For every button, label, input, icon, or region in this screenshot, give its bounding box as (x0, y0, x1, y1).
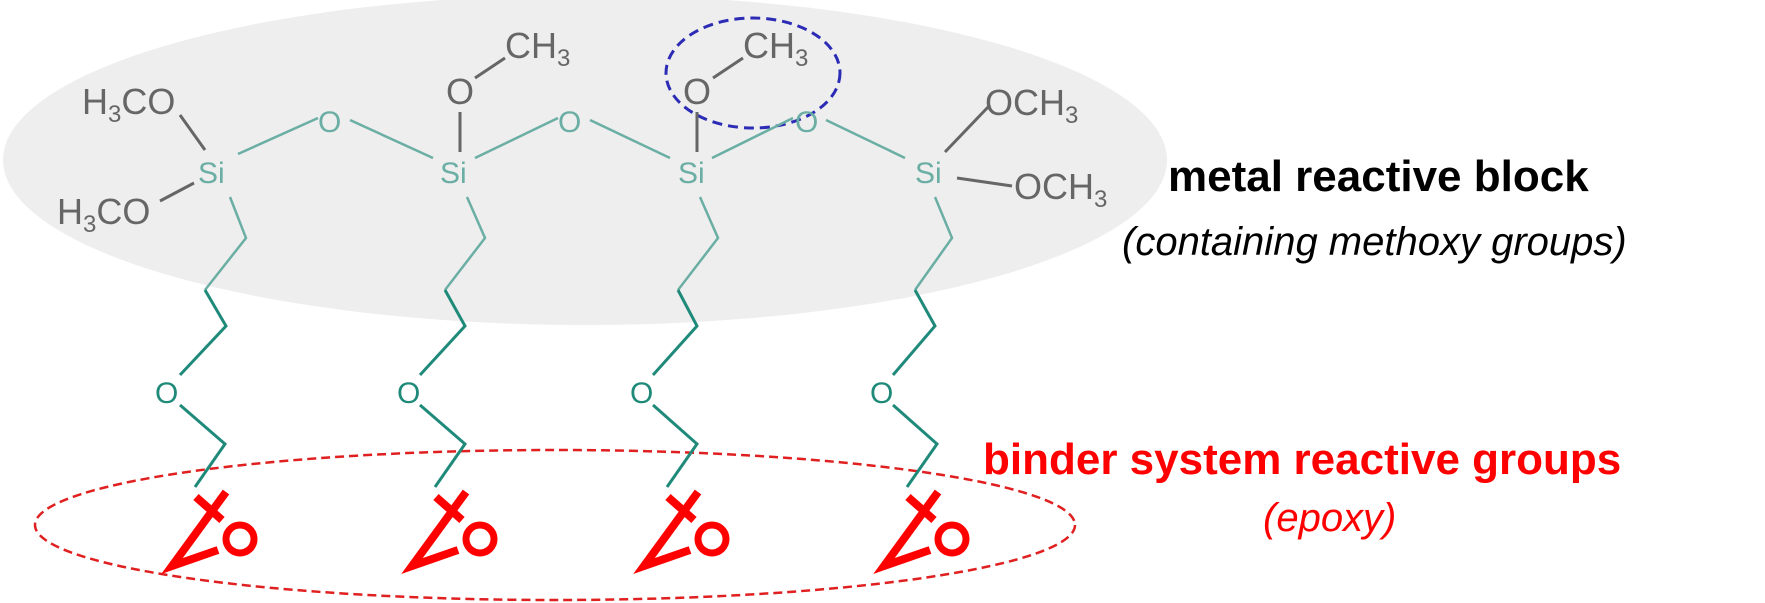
ether-linker (652, 403, 699, 488)
repeat-unit-4: Si OCH3 OCH3 O (825, 82, 1107, 574)
epoxide-ring (401, 489, 470, 574)
binder-reactive-groups-note: (epoxy) (1263, 496, 1397, 540)
methoxy-group: H3CO (82, 81, 175, 128)
bond (712, 56, 744, 80)
silicon-atom: Si (915, 157, 942, 190)
bond (956, 176, 1013, 188)
epoxide-oxygen (462, 521, 498, 557)
propyl-chain (913, 196, 954, 291)
binder-reactive-groups-region (33, 448, 1077, 602)
ether-oxygen: O (870, 377, 893, 410)
metal-reactive-block-note: (containing methoxy groups) (1122, 220, 1627, 264)
epoxide-ring (873, 489, 942, 574)
repeat-unit-2: Si O CH3 O O (349, 25, 581, 574)
propyl-chain (891, 289, 937, 376)
bond (825, 118, 906, 160)
epoxide-oxygen (934, 521, 970, 557)
bond (474, 56, 506, 80)
methyl-group-highlighted: CH3 (743, 25, 808, 72)
repeat-unit-3: Si O CH3 O O (589, 25, 818, 574)
bridging-oxygen: O (318, 106, 341, 139)
repeat-unit-1: Si O O H3CO H3CO (57, 81, 341, 574)
bridging-oxygen: O (795, 106, 818, 139)
ether-linker (892, 403, 939, 488)
silicon-atom: Si (440, 157, 467, 190)
methoxy-oxygen-highlighted: O (683, 71, 711, 112)
bond (349, 118, 434, 160)
ether-linker (179, 403, 228, 488)
bond (943, 103, 992, 154)
propyl-chain (651, 289, 699, 377)
ether-oxygen: O (155, 377, 178, 410)
bond (178, 114, 207, 151)
methoxy-group: OCH3 (985, 82, 1078, 129)
propyl-chain (418, 289, 467, 377)
ether-oxygen: O (630, 377, 653, 410)
epoxide-oxygen (222, 521, 258, 557)
bond (474, 116, 559, 160)
methyl-group: CH3 (505, 25, 570, 72)
bridging-oxygen: O (558, 106, 581, 139)
binder-reactive-groups-label: binder system reactive groups (983, 435, 1622, 484)
ether-linker (419, 403, 468, 488)
epoxide-ring (161, 489, 230, 574)
propyl-chain (444, 196, 487, 291)
bond (237, 116, 319, 156)
bond (589, 118, 671, 160)
silicon-atom: Si (198, 157, 225, 190)
propyl-chain (204, 196, 248, 291)
propyl-chain (677, 196, 720, 291)
epoxide-oxygen (694, 521, 730, 557)
metal-reactive-block-region (3, 0, 1167, 325)
propyl-chain (178, 289, 228, 377)
bond (159, 181, 195, 203)
methoxy-oxygen: O (446, 71, 474, 112)
metal-reactive-block-label: metal reactive block (1168, 152, 1589, 201)
silicon-atom: Si (678, 157, 705, 190)
epoxide-ring (633, 489, 702, 574)
ether-oxygen: O (397, 377, 420, 410)
methoxy-group: H3CO (57, 191, 150, 238)
bond (711, 116, 794, 160)
methoxy-highlight-ring (664, 16, 842, 130)
methoxy-group: OCH3 (1014, 166, 1107, 213)
